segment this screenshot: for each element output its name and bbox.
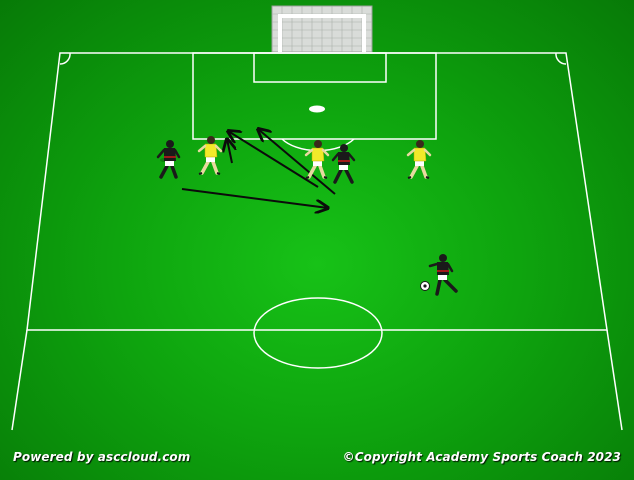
player-icon xyxy=(331,144,356,184)
player-icon xyxy=(428,254,458,296)
penalty-spot xyxy=(309,105,325,113)
run-arrow-icon xyxy=(181,188,328,208)
player-icon xyxy=(197,136,223,175)
movement-arrows xyxy=(181,129,336,208)
player-icon xyxy=(304,140,330,179)
goal-icon xyxy=(271,5,373,53)
player-icon xyxy=(406,140,432,179)
run-arrow-icon xyxy=(258,129,336,195)
player-icon xyxy=(156,140,181,179)
copyright-text: ©Copyright Academy Sports Coach 2023 xyxy=(342,450,621,464)
powered-by-text: Powered by asccloud.com xyxy=(13,450,191,464)
run-arrow-icon xyxy=(227,139,232,164)
ball-icon xyxy=(420,281,430,291)
run-arrow-icon xyxy=(228,131,319,188)
